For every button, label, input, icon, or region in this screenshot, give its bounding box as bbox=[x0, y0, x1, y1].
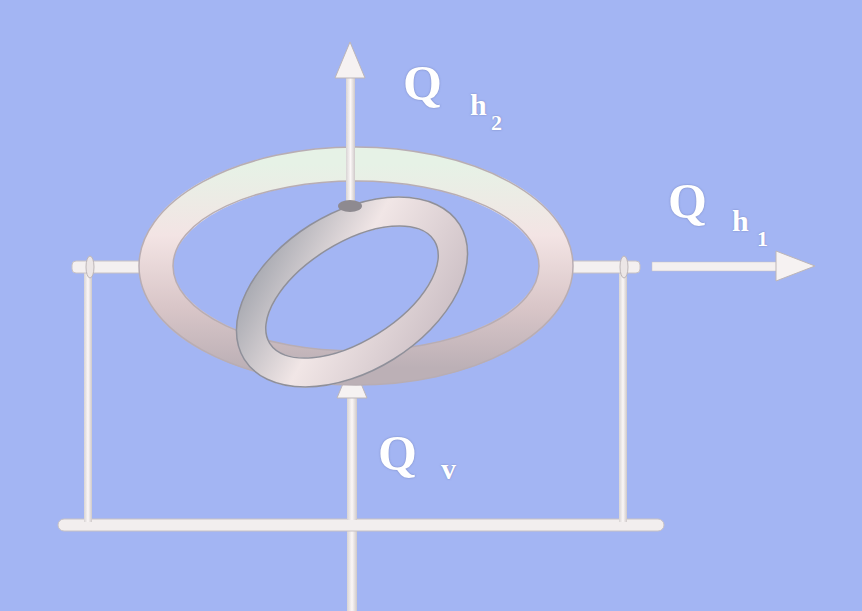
axis-symbol: Q bbox=[403, 58, 442, 108]
axis-index: 2 bbox=[491, 112, 502, 134]
axis-subscript: h bbox=[732, 206, 749, 236]
axis-index: 1 bbox=[757, 228, 768, 250]
horizontal-axis-arrow bbox=[652, 251, 815, 281]
spin-axis-arrow bbox=[335, 42, 365, 212]
axis-subscript: h bbox=[470, 90, 487, 120]
axis-subscript: v bbox=[441, 454, 456, 484]
axis-symbol: Q bbox=[668, 176, 707, 226]
stand bbox=[58, 256, 664, 611]
axis-symbol: Q bbox=[378, 428, 417, 478]
